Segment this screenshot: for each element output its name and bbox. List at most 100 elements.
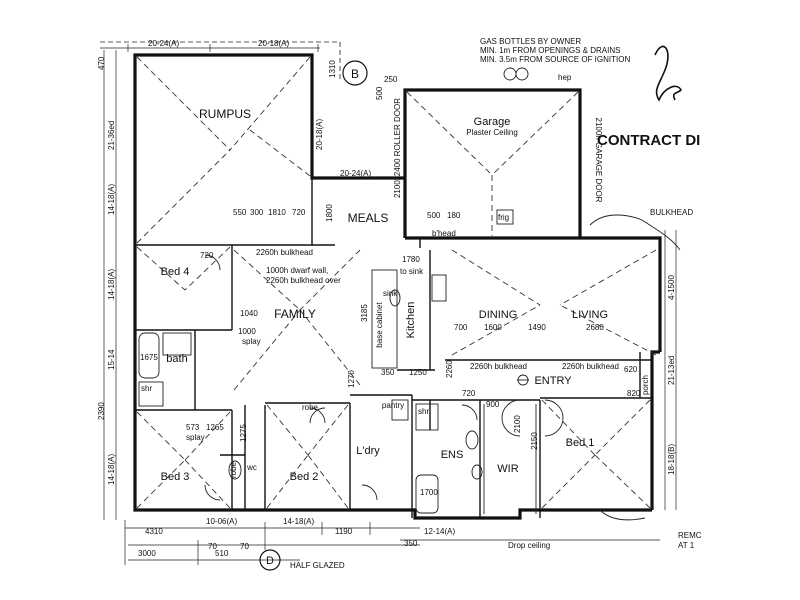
dim-820: 820 [627, 389, 641, 398]
dim-2390: 2390 [97, 402, 106, 420]
room-kitchen: Kitchen [405, 302, 417, 339]
bulkhead-callout [589, 214, 681, 251]
room-laundry: L'dry [356, 445, 380, 457]
dining-bulkhead-note: 2260h bulkhead [470, 362, 527, 371]
at-note: AT 1 [678, 541, 695, 550]
section-marker-b: B [342, 60, 368, 86]
dim-720a: 720 [292, 208, 306, 217]
dim-1310: 1310 [328, 60, 337, 78]
dim-1675: 1675 [140, 353, 158, 362]
dim-550: 550 [233, 208, 247, 217]
dim-620: 620 [624, 365, 638, 374]
ens-shr-note: shr [418, 407, 429, 416]
frig-note: frig [498, 213, 509, 222]
ceiling-diagonals [136, 56, 657, 509]
dwarf-wall-note: 1000h dwarf wall, [266, 266, 328, 275]
dim-180: 180 [447, 211, 461, 220]
dim-510: 510 [215, 549, 229, 558]
dim-1700: 1700 [420, 488, 438, 497]
section-b-label: B [351, 67, 359, 81]
gas-note-1: GAS BOTTLES BY OWNER [480, 37, 581, 46]
dim-1810: 1810 [268, 208, 286, 217]
room-robe-bed2: robe [302, 403, 319, 412]
dim-70a: 70 [208, 542, 217, 551]
room-bed-1: Bed 1 [566, 437, 595, 449]
drop-ceiling-note: Drop ceiling [508, 541, 550, 550]
garage-subtitle: Plaster Ceiling [466, 128, 518, 137]
dim-1600: 1600 [484, 323, 502, 332]
dim-1250: 1250 [409, 368, 427, 377]
dim-top-left: 20-24(A) [148, 39, 179, 48]
dim-720c: 720 [462, 389, 476, 398]
room-pantry: pantry [382, 401, 404, 410]
dim-right-2: 21-13ed [667, 356, 676, 385]
dim-bottom-a: 10-06(A) [206, 517, 237, 526]
room-bed-4: Bed 4 [161, 266, 190, 278]
dim-500: 500 [375, 86, 384, 100]
boundary-lines [100, 41, 677, 565]
room-porch: porch [641, 375, 650, 395]
dim-250: 250 [384, 75, 398, 84]
bhead-note: b'head [432, 229, 456, 238]
room-bed-3: Bed 3 [161, 471, 190, 483]
dim-mid-vert: 20-18(A) [315, 119, 324, 150]
room-robe-bed3: robe [229, 461, 238, 478]
interior-walls [135, 178, 652, 518]
dim-900: 900 [486, 400, 500, 409]
room-dining: DINING [479, 309, 518, 321]
dim-left-5: 14-18(A) [107, 454, 116, 485]
dim-1275: 1275 [239, 424, 248, 442]
bulkhead-over-note: 2260h bulkhead over [266, 276, 341, 285]
contract-stamp: CONTRACT DI [597, 132, 700, 149]
room-meals: MEALS [348, 211, 389, 225]
dim-bottom-b: 14-18(A) [283, 517, 314, 526]
dim-350: 350 [381, 368, 395, 377]
room-rumpus: RUMPUS [199, 107, 251, 121]
dim-left-2: 14-18(A) [107, 184, 116, 215]
dim-470: 470 [97, 56, 106, 70]
splay-note: splay [242, 337, 261, 346]
to-sink-note: to sink [400, 267, 424, 276]
remote-note: REMC [678, 531, 702, 540]
exterior-walls [133, 53, 662, 520]
dim-meals-top: 20-24(A) [340, 169, 371, 178]
room-living: LIVING [572, 309, 608, 321]
section-d-label: D [266, 555, 274, 567]
room-wir: WIR [497, 463, 518, 475]
dim-top-mid: 20-18(A) [258, 39, 289, 48]
room-bath: bath [166, 353, 187, 365]
dim-1040: 1040 [240, 309, 258, 318]
dim-left-1: 21-36ed [107, 121, 116, 150]
dim-4310: 4310 [145, 527, 163, 536]
room-bed-2: Bed 2 [290, 471, 319, 483]
dim-2100: 2100 [513, 415, 522, 433]
roller-door-note: 2100x2400 ROLLER DOOR [393, 98, 402, 198]
dim-573: 573 [186, 423, 200, 432]
dim-700: 700 [454, 323, 468, 332]
dim-left-4: 15-14 [107, 349, 116, 370]
bulkhead-top-note: 2260h bulkhead [256, 248, 313, 257]
gas-note-2: MIN. 1m FROM OPENINGS & DRAINS [480, 46, 620, 55]
dim-right-1: 4-1500 [667, 275, 676, 300]
dim-1780: 1780 [402, 255, 420, 264]
dim-2260: 2260 [445, 360, 454, 378]
dim-500b: 500 [427, 211, 441, 220]
bulkhead-note: BULKHEAD [650, 208, 693, 217]
signature [654, 45, 682, 102]
dim-3000: 3000 [138, 549, 156, 558]
dim-70b: 70 [240, 542, 249, 551]
garage-door-note: 2100h GARAGE DOOR [594, 118, 603, 203]
base-cabinet-note: base cabinet [375, 302, 384, 348]
dim-1265: 1265 [206, 423, 224, 432]
room-garage: Garage [474, 116, 511, 128]
section-marker-d: D [259, 549, 281, 571]
shr-note: shr [141, 384, 152, 393]
dim-3185: 3185 [360, 304, 369, 322]
room-wc: wc [246, 463, 257, 472]
gas-note-3: MIN. 3.5m FROM SOURCE OF IGNITION [480, 55, 630, 64]
hws-label: hep [558, 73, 572, 82]
dim-1270: 1270 [347, 370, 356, 388]
dim-left-3: 14-18(A) [107, 269, 116, 300]
dim-right-3: 18-18(B) [667, 444, 676, 475]
